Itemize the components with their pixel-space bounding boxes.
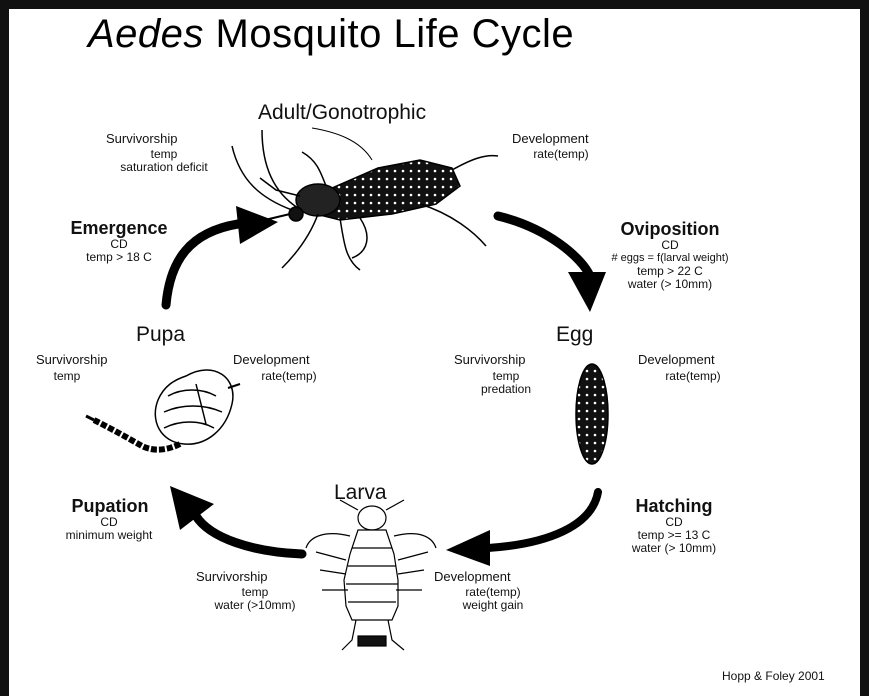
title-rest: Mosquito Life Cycle: [216, 12, 575, 56]
emergence-line-2: temp > 18 C: [50, 251, 188, 264]
larva-development-detail: rate(temp) weight gain: [444, 586, 542, 612]
larva-icon: [306, 500, 436, 650]
adult-development-line-1: rate(temp): [512, 148, 610, 161]
pupation-detail: CD minimum weight: [40, 516, 178, 542]
adult-survivorship-detail: temp saturation deficit: [104, 148, 224, 174]
pupation-arrow: [170, 486, 302, 554]
adult-survivorship-title: Survivorship: [106, 132, 178, 146]
hatching-label: Hatching: [612, 496, 736, 517]
oviposition-label: Oviposition: [598, 219, 742, 240]
pupa-stage-label: Pupa: [136, 323, 185, 347]
egg-survivorship-detail: temp predation: [458, 370, 554, 396]
adult-development-title: Development: [512, 132, 589, 146]
pupa-development-line-1: rate(temp): [240, 370, 338, 383]
emergence-detail: CD temp > 18 C: [50, 238, 188, 264]
adult-development-detail: rate(temp): [512, 148, 610, 161]
larva-stage-label: Larva: [334, 481, 387, 505]
hatching-arrow: [446, 492, 598, 566]
pupa-development-detail: rate(temp): [240, 370, 338, 383]
egg-development-line-1: rate(temp): [644, 370, 742, 383]
larva-development-line-2: weight gain: [444, 599, 542, 612]
pupa-survivorship-title: Survivorship: [36, 353, 108, 367]
adult-stage-label: Adult/Gonotrophic: [258, 101, 426, 125]
adult-mosquito-icon: [232, 128, 498, 270]
larva-survivorship-line-2: water (>10mm): [196, 599, 314, 612]
diagram-title: Aedes Mosquito Life Cycle: [88, 12, 574, 57]
egg-stage-label: Egg: [556, 323, 593, 347]
pupa-survivorship-line-1: temp: [36, 370, 98, 383]
egg-survivorship-title: Survivorship: [454, 353, 526, 367]
larva-survivorship-title: Survivorship: [196, 570, 268, 584]
source-credit: Hopp & Foley 2001: [722, 669, 825, 683]
egg-development-detail: rate(temp): [644, 370, 742, 383]
emergence-label: Emergence: [50, 218, 188, 239]
egg-icon: [576, 364, 608, 464]
oviposition-line-1: CD: [584, 239, 756, 252]
egg-development-title: Development: [638, 353, 715, 367]
pupa-survivorship-detail: temp: [36, 370, 98, 383]
larva-development-title: Development: [434, 570, 511, 584]
oviposition-line-4: water (> 10mm): [584, 278, 756, 291]
pupation-label: Pupation: [48, 496, 172, 517]
egg-survivorship-line-2: predation: [458, 383, 554, 396]
hatching-line-3: water (> 10mm): [606, 542, 742, 555]
pupation-line-2: minimum weight: [40, 529, 178, 542]
adult-survivorship-line-2: saturation deficit: [104, 161, 224, 174]
pupa-development-title: Development: [233, 353, 310, 367]
larva-survivorship-detail: temp water (>10mm): [196, 586, 314, 612]
hatching-detail: CD temp >= 13 C water (> 10mm): [606, 516, 742, 555]
pupa-icon: [86, 370, 240, 450]
oviposition-detail: CD # eggs = f(larval weight) temp > 22 C…: [584, 239, 756, 291]
title-genus: Aedes: [88, 12, 204, 56]
